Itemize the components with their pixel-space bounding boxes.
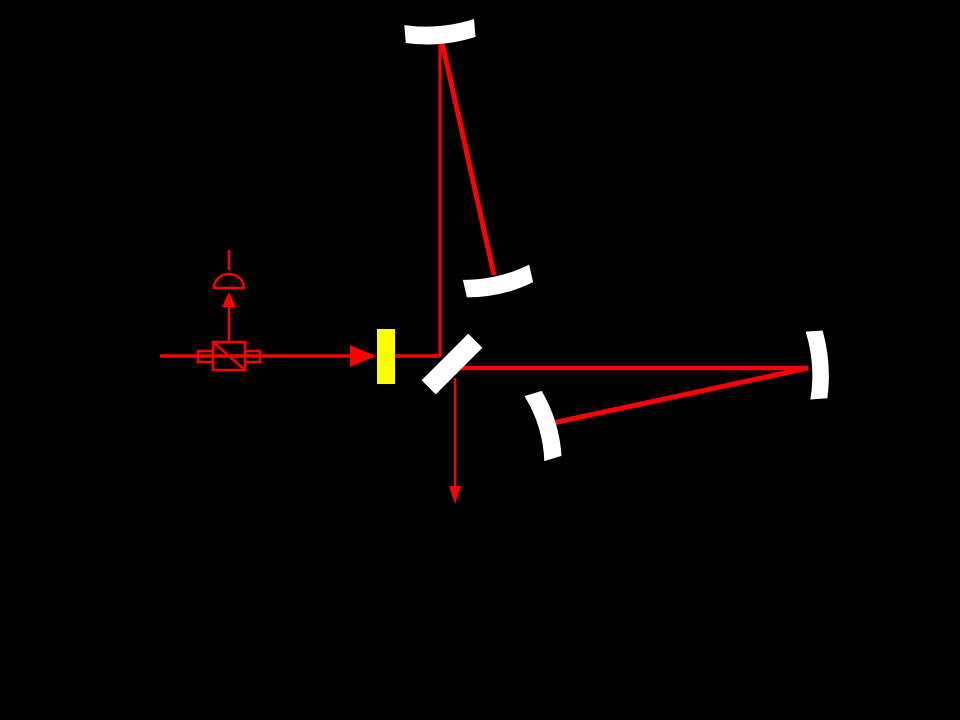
curved-mirror-middle <box>462 264 534 298</box>
beam-right-to-lower <box>547 365 809 427</box>
beam-top-to-middle <box>439 41 497 276</box>
curved-mirror-right <box>805 330 829 400</box>
electro-optic-modulator <box>377 329 395 384</box>
curved-mirror-top <box>404 18 476 45</box>
input-beam-arrowhead <box>350 345 376 367</box>
photodetector-icon <box>212 250 246 290</box>
beam-splitter <box>421 333 483 395</box>
detector-beam-arrowhead <box>222 292 236 307</box>
curved-mirror-lower <box>524 390 562 462</box>
output-beam-arrowhead <box>449 486 461 504</box>
